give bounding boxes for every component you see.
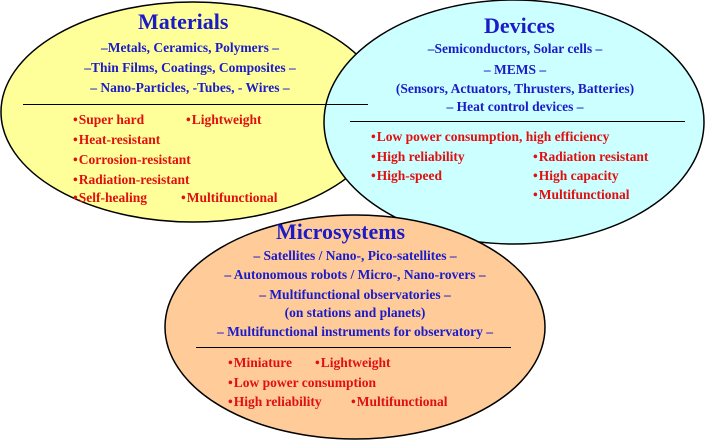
devices-title: Devices: [484, 13, 555, 38]
materials-line-1: –Metals, Ceramics, Polymers –: [100, 40, 280, 55]
devices-line-4: – Heat control devices –: [446, 99, 584, 114]
devices-prop-high-reliability: High reliability: [371, 147, 465, 167]
microsystems-prop-multifunctional: Multifunctional: [351, 392, 448, 412]
materials-prop-lightweight: Lightweight: [186, 110, 262, 130]
microsystems-line-1: – Satellites / Nano-, Pico-satellites –: [253, 248, 457, 263]
microsystems-prop-low-power: Low power consumption: [228, 373, 376, 393]
materials-prop-heat-resistant: Heat-resistant: [73, 130, 160, 150]
materials-prop-super-hard: Super hard: [73, 110, 144, 130]
materials-prop-self-healing: Self-healing: [73, 188, 147, 208]
microsystems-prop-high-reliability: High reliability: [228, 392, 322, 412]
materials-title: Materials: [138, 9, 229, 34]
devices-line-3: (Sensors, Actuators, Thrusters, Batterie…: [395, 81, 635, 96]
devices-line-2: – MEMS –: [483, 62, 547, 77]
devices-prop-high-speed: High-speed: [371, 166, 442, 186]
microsystems-line-4: (on stations and planets): [284, 305, 426, 320]
microsystems-line-5: – Multifunctional instruments for observ…: [216, 324, 494, 339]
materials-prop-corrosion-resistant: Corrosion-resistant: [73, 150, 191, 170]
microsystems-line-3: – Multifunctional observatories –: [259, 287, 451, 302]
materials-divider: [23, 104, 368, 105]
microsystems-divider: [196, 347, 511, 348]
microsystems-prop-miniature: Miniature: [228, 353, 292, 373]
devices-divider: [350, 121, 685, 122]
devices-prop-radiation-resistant: Radiation resistant: [533, 147, 649, 167]
microsystems-line-2: – Autonomous robots / Micro-, Nano-rover…: [224, 267, 486, 282]
materials-prop-radiation-resistant: Radiation-resistant: [73, 170, 190, 190]
materials-prop-multifunctional: Multifunctional: [181, 188, 278, 208]
devices-prop-low-power: Low power consumption, high efficiency: [371, 127, 610, 147]
devices-prop-high-capacity: High capacity: [533, 166, 619, 186]
devices-line-1: –Semiconductors, Solar cells –: [427, 41, 603, 56]
devices-prop-multifunctional: Multifunctional: [533, 185, 630, 205]
microsystems-prop-lightweight: Lightweight: [315, 353, 391, 373]
materials-line-3: – Nano-Particles, -Tubes, - Wires –: [90, 80, 290, 95]
materials-line-2: –Thin Films, Coatings, Composites –: [84, 60, 296, 75]
microsystems-title: Microsystems: [276, 219, 406, 244]
